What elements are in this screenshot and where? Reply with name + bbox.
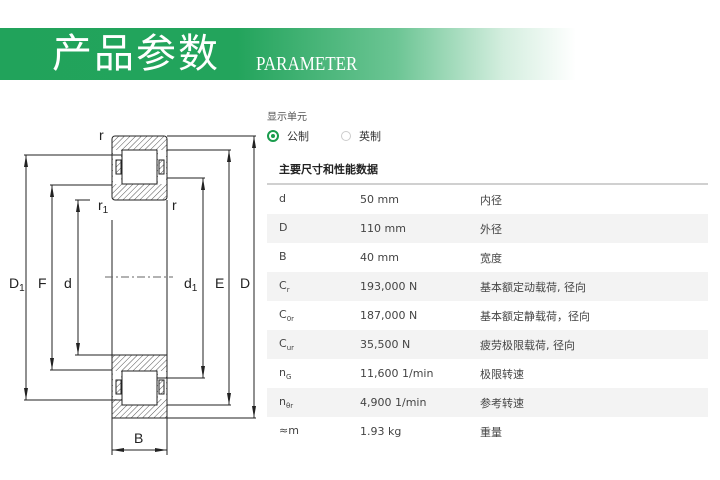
top-cage-right <box>158 159 165 175</box>
row-value: 35,500 N <box>360 338 411 351</box>
top-roller <box>121 149 158 185</box>
row-value: 50 mm <box>360 193 399 206</box>
table-row: B 40 mm 宽度 <box>267 243 708 272</box>
radio-unchecked-icon[interactable] <box>341 131 351 141</box>
row-description: 内径 <box>480 193 502 207</box>
label-E: E <box>215 275 224 291</box>
bearing-drawing: r r1 r D1 F d d1 E D B <box>9 127 256 455</box>
unit-radio-group: 公制 英制 <box>267 128 413 144</box>
label-r-top: r <box>99 127 104 143</box>
row-description: 疲劳极限载荷, 径向 <box>480 338 575 352</box>
radio-imperial-label: 英制 <box>359 130 381 143</box>
table-row: Cur 35,500 N 疲劳极限载荷, 径向 <box>267 330 708 359</box>
row-symbol: ≈m <box>267 424 360 439</box>
row-value: 11,600 1/min <box>360 367 434 380</box>
table-row: Cr 193,000 N 基本额定动载荷, 径向 <box>267 272 708 301</box>
radio-checked-icon[interactable] <box>267 130 279 142</box>
table-row: D 110 mm 外径 <box>267 214 708 243</box>
radio-metric-label: 公制 <box>287 130 309 143</box>
table-row: ≈m 1.93 kg 重量 <box>267 417 708 446</box>
symbol: n <box>279 394 286 408</box>
table-row: d 50 mm 内径 <box>267 185 708 214</box>
row-value: 193,000 N <box>360 280 418 293</box>
symbol: C <box>279 307 287 321</box>
label-F: F <box>38 275 47 291</box>
row-symbol: Cr <box>267 279 360 294</box>
table-row: nθr 4,900 1/min 参考转速 <box>267 388 708 417</box>
section-title: 主要尺寸和性能数据 <box>279 163 378 176</box>
row-description: 基本额定静载荷，径向 <box>480 309 590 323</box>
table-row: nG 11,600 1/min 极限转速 <box>267 359 708 388</box>
row-description: 外径 <box>480 222 502 236</box>
row-symbol: C0r <box>267 308 360 323</box>
row-description: 宽度 <box>480 251 502 265</box>
table-row: C0r 187,000 N 基本额定静载荷，径向 <box>267 301 708 330</box>
radio-imperial[interactable]: 英制 <box>341 128 381 144</box>
row-symbol: D <box>267 221 360 236</box>
row-symbol: nθr <box>267 395 360 410</box>
symbol: d <box>279 191 286 205</box>
row-symbol: d <box>267 192 360 207</box>
top-cage-left <box>115 159 122 175</box>
row-value: 4,900 1/min <box>360 396 427 409</box>
symbol-subscript: θr <box>285 402 294 411</box>
label-D1: D1 <box>9 275 25 294</box>
symbol: ≈m <box>279 423 299 437</box>
row-symbol: nG <box>267 366 360 381</box>
symbol: C <box>279 278 287 292</box>
symbol-subscript: ur <box>286 344 295 353</box>
row-description: 参考转速 <box>480 396 524 410</box>
row-description: 基本额定动载荷, 径向 <box>480 280 586 294</box>
row-value: 1.93 kg <box>360 425 402 438</box>
banner-title: 产品参数 <box>52 31 220 77</box>
row-value: 110 mm <box>360 222 406 235</box>
row-value: 187,000 N <box>360 309 418 322</box>
label-B: B <box>134 430 143 446</box>
row-description: 极限转速 <box>480 367 524 381</box>
row-symbol: B <box>267 250 360 265</box>
radio-metric[interactable]: 公制 <box>267 128 309 144</box>
row-description: 重量 <box>480 425 502 439</box>
label-r-right: r <box>172 197 177 213</box>
symbol: B <box>279 249 287 263</box>
symbol: n <box>279 365 286 379</box>
label-d1: d1 <box>184 275 198 294</box>
label-d: d <box>64 275 72 291</box>
row-symbol: Cur <box>267 337 360 352</box>
symbol-subscript: r <box>286 286 290 295</box>
symbol: D <box>279 220 288 234</box>
label-D: D <box>240 275 250 291</box>
bottom-roller <box>121 370 158 406</box>
banner-subtitle: PARAMETER <box>256 53 358 75</box>
label-r1: r1 <box>98 197 109 216</box>
symbol-subscript: 0r <box>286 315 295 324</box>
unit-label: 显示单元 <box>267 112 307 123</box>
symbol-subscript: G <box>285 373 292 382</box>
header-banner: 产品参数 PARAMETER <box>0 28 720 80</box>
symbol: C <box>279 336 287 350</box>
row-value: 40 mm <box>360 251 399 264</box>
